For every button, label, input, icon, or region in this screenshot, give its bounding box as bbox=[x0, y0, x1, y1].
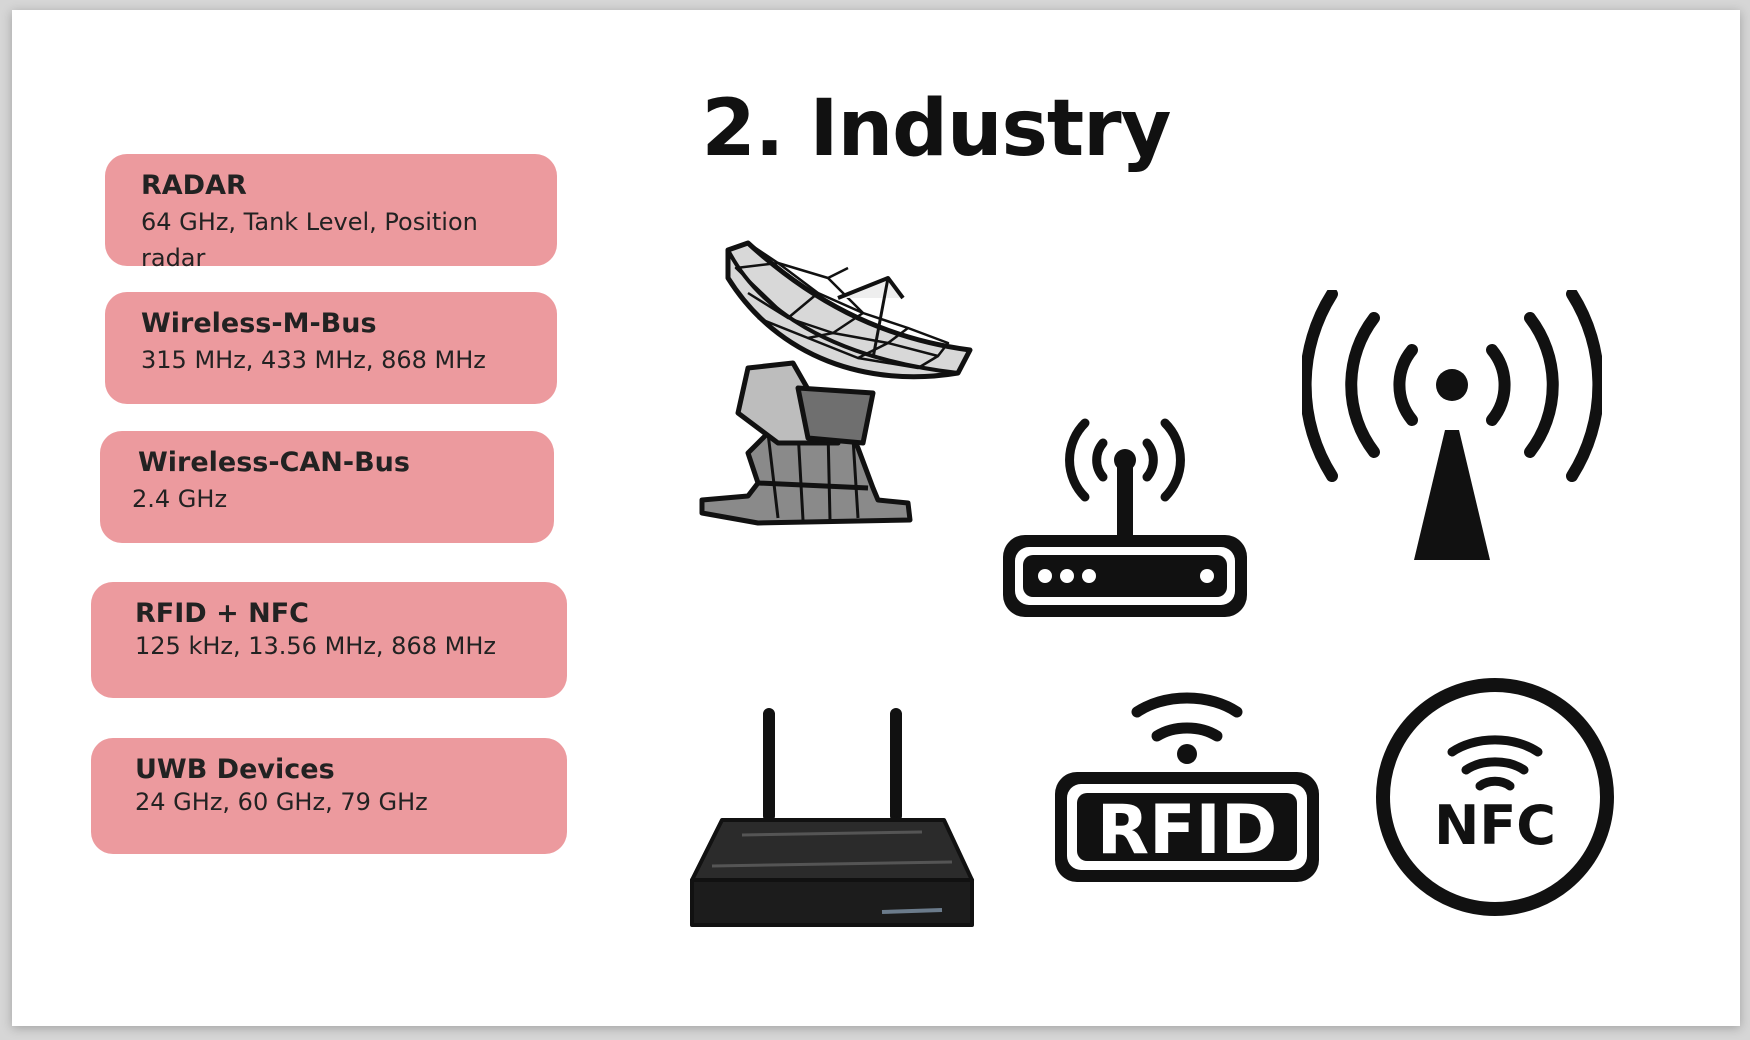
card-text: 315 MHz, 433 MHz, 868 MHz bbox=[141, 346, 486, 374]
rfid-icon: RFID bbox=[1055, 692, 1319, 882]
card-text: 2.4 GHz bbox=[132, 485, 228, 513]
slide: 2. Industry RADAR 64 GHz, Tank Level, Po… bbox=[12, 10, 1740, 1026]
card-title: RFID + NFC bbox=[135, 598, 309, 629]
slide-title: 2. Industry bbox=[701, 84, 1172, 174]
card-wireless-can-bus: Wireless-CAN-Bus 2.4 GHz bbox=[100, 431, 554, 555]
broadcast-tower-icon bbox=[1302, 290, 1602, 560]
card-title: RADAR bbox=[141, 170, 247, 201]
card-text: 24 GHz, 60 GHz, 79 GHz bbox=[135, 788, 428, 816]
rfid-icon-label: RFID bbox=[1097, 791, 1278, 870]
nfc-icon: NFC bbox=[1376, 678, 1614, 916]
card-uwb-devices: UWB Devices 24 GHz, 60 GHz, 79 GHz bbox=[91, 738, 567, 866]
router-icon bbox=[690, 708, 974, 927]
wifi-router-icon bbox=[1003, 418, 1247, 617]
card-text: 64 GHz, Tank Level, Position radar bbox=[141, 208, 478, 272]
satellite-dish-icon bbox=[699, 240, 973, 526]
card-rfid-nfc: RFID + NFC 125 kHz, 13.56 MHz, 868 MHz bbox=[91, 582, 567, 710]
nfc-icon-label: NFC bbox=[1434, 794, 1556, 857]
card-text: 125 kHz, 13.56 MHz, 868 MHz bbox=[135, 632, 496, 660]
card-title: Wireless-CAN-Bus bbox=[138, 447, 410, 478]
card-title: UWB Devices bbox=[135, 754, 335, 785]
card-wireless-m-bus: Wireless-M-Bus 315 MHz, 433 MHz, 868 MHz bbox=[105, 292, 557, 416]
card-radar: RADAR 64 GHz, Tank Level, Position radar bbox=[105, 154, 557, 278]
card-title: Wireless-M-Bus bbox=[141, 308, 377, 339]
